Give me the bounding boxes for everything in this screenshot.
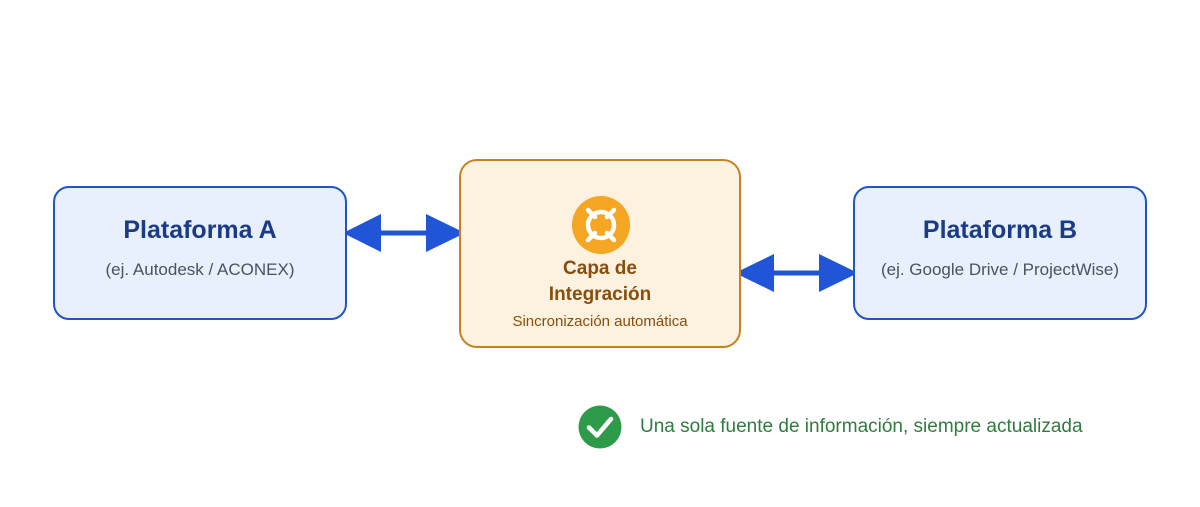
integration-title: Capa de Integración [461, 256, 739, 308]
platform-a-box: Plataforma A (ej. Autodesk / ACONEX) [53, 186, 347, 320]
platform-b-subtitle: (ej. Google Drive / ProjectWise) [880, 260, 1120, 279]
note-text: Una sola fuente de información, siempre … [640, 416, 1083, 437]
integration-title-line1: Capa de [563, 258, 637, 279]
single-source-note: Una sola fuente de información, siempre … [578, 405, 1083, 449]
arrow-integration-b [735, 254, 858, 292]
integration-title-line2: Integración [548, 284, 652, 305]
platform-b-title: Plataforma B [922, 216, 1078, 244]
arrow-a-integration [343, 214, 465, 252]
platform-a-title: Plataforma A [123, 216, 277, 244]
integration-sync-icon [572, 196, 630, 254]
integration-subtitle: Sincronización automática [512, 313, 688, 330]
platform-a-subtitle: (ej. Autodesk / ACONEX) [105, 260, 295, 279]
platform-b-box: Plataforma B (ej. Google Drive / Project… [853, 186, 1147, 320]
check-circle-icon [578, 405, 622, 449]
integration-layer-box: Capa de Integración Sincronización autom… [459, 159, 741, 348]
